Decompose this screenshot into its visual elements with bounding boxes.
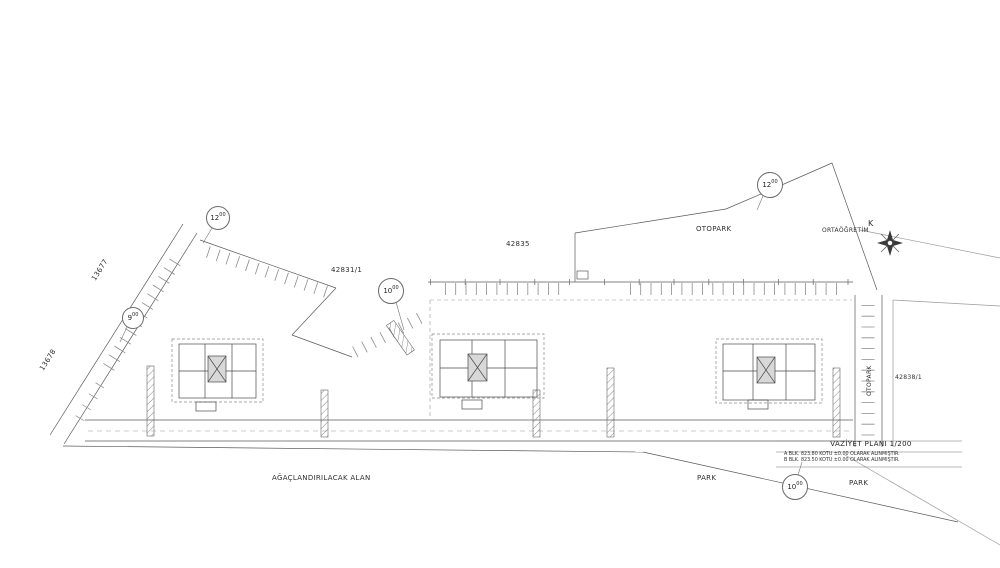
park-left-label: PARK [697,474,717,482]
building-b [431,333,545,410]
level-value: 10 [787,483,797,491]
upper-parcel-boundary [428,162,1000,291]
bottom-road [85,419,853,442]
drawing-note-2: B BLK. 823.50 KOTU ±0.00 OLARAK ALINMIŞT… [784,458,900,463]
drawing-title: VAZİYET PLANI 1/200 [830,440,912,448]
north-compass-icon [877,230,903,256]
drawing-note-1: A BLK. 823.80 KOTU ±0.00 OLARAK ALINMIŞT… [784,452,900,457]
otopark-top-label: OTOPARK [696,225,732,233]
otopark-right-label: OTOPARK [866,365,873,396]
hatched-strips [146,319,841,438]
building-a [171,338,264,412]
parcel-label-42835: 42835 [506,240,530,248]
right-road [854,295,1000,447]
title-block: VAZİYET PLANI 1/200 A BLK. 823.80 KOTU ±… [778,440,964,464]
north-label: K [868,219,874,228]
agaclandirilacak-alan-label: AĞAÇLANDIRILACAK ALAN [272,474,371,482]
level-leaders [119,195,803,476]
title-block-lines [776,440,962,468]
top-parking-rows [429,283,852,418]
level-value: 10 [383,287,393,295]
ortaogretim-label: ORTAÖĞRETİM [822,227,869,234]
parcel-label-42831: 42831/1 [331,266,363,274]
building-c [715,338,823,410]
level-value: 12 [762,181,772,189]
park-right-label: PARK [849,479,869,487]
level-value: 12 [210,214,220,222]
left-road [49,223,198,445]
upper-left-parking [199,239,423,358]
parcel-label-42838: 42838/1 [895,374,923,381]
level-value: 9 [127,314,133,322]
